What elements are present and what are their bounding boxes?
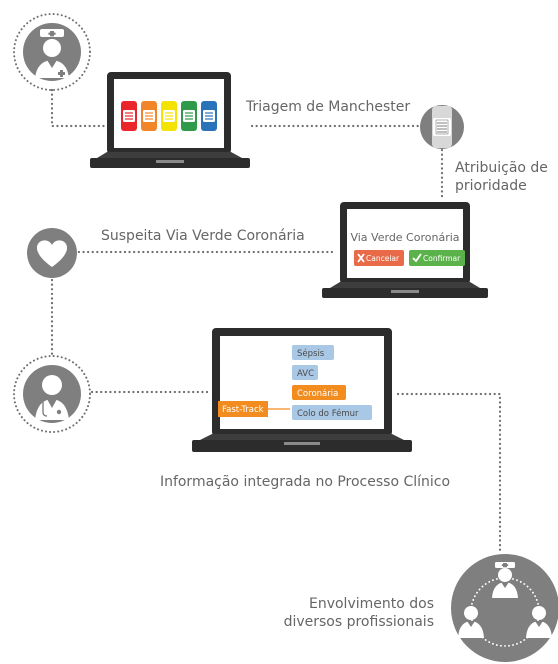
priority-label-line2: prioridade bbox=[455, 178, 527, 194]
triage-band bbox=[201, 101, 217, 131]
team-icon bbox=[451, 554, 558, 662]
cancel-button[interactable]: Cancelar bbox=[354, 250, 404, 266]
connector-nurse-to-laptop1 bbox=[50, 88, 110, 128]
nurse-icon bbox=[492, 562, 518, 598]
integration-label: Informação integrada no Processo Clínico bbox=[160, 474, 450, 490]
triage-band bbox=[141, 101, 157, 131]
triage-label: Triagem de Manchester bbox=[245, 99, 410, 115]
protocol-item-label: Sépsis bbox=[297, 348, 325, 359]
protocol-item-label: Colo do Fémur bbox=[297, 408, 359, 419]
protocol-item[interactable]: Sépsis bbox=[292, 345, 334, 360]
triage-band bbox=[161, 101, 177, 131]
confirm-button[interactable]: Confirmar bbox=[409, 250, 465, 266]
suspect-label: Suspeita Via Verde Coronária bbox=[101, 228, 305, 244]
fast-track-tag: Fast-Track bbox=[218, 401, 268, 417]
confirm-button-label: Confirmar bbox=[423, 254, 461, 263]
protocol-item[interactable]: Coronária bbox=[292, 385, 346, 400]
doctor-icon bbox=[458, 606, 484, 638]
laptop-icon bbox=[322, 202, 488, 298]
cancel-button-label: Cancelar bbox=[366, 254, 400, 263]
protocol-item[interactable]: AVC bbox=[292, 365, 318, 380]
protocol-item[interactable]: Colo do Fémur bbox=[292, 405, 372, 420]
check-icon bbox=[412, 253, 422, 263]
fast-track-label: Fast-Track bbox=[222, 405, 264, 415]
triage-band bbox=[121, 101, 137, 131]
triage-band bbox=[181, 101, 197, 131]
nurse-icon bbox=[13, 13, 91, 91]
triage-color-bands bbox=[121, 101, 217, 131]
involvement-label-line2: diversos profissionais bbox=[284, 614, 434, 630]
close-icon bbox=[357, 253, 365, 263]
priority-label-line1: Atribuição de bbox=[455, 160, 548, 176]
involvement-label-line1: Envolvimento dos bbox=[309, 596, 434, 612]
doctor-icon bbox=[13, 355, 91, 433]
heart-icon bbox=[27, 228, 77, 278]
protocol-item-label: AVC bbox=[297, 369, 314, 379]
connectors bbox=[50, 88, 502, 554]
doctor-icon bbox=[526, 606, 552, 638]
connector-laptop3-to-team bbox=[396, 392, 502, 554]
protocol-item-label: Coronária bbox=[297, 389, 338, 399]
wristband-icon bbox=[420, 105, 464, 149]
dialog-title: Via Verde Coronária bbox=[350, 231, 459, 244]
